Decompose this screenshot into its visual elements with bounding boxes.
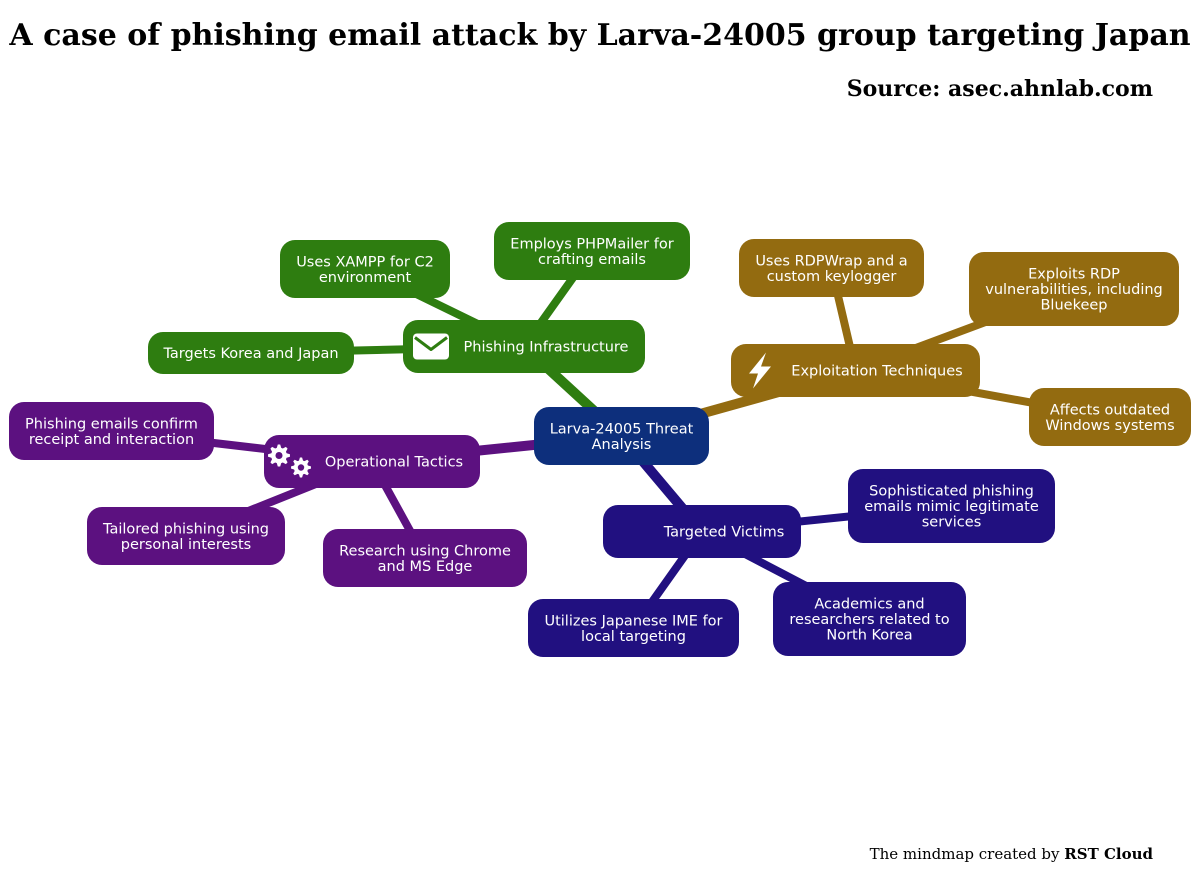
- node-label-xampp-line-2: environment: [319, 270, 412, 286]
- node-box-phpmailer: [494, 222, 690, 280]
- node-box-phishing-infrastructure: [403, 320, 645, 373]
- node-box-targeted-victims: [603, 505, 801, 558]
- node-box-confirm-receipt: [9, 402, 214, 460]
- node-box-korea-japan: [148, 332, 354, 374]
- node-label-mimic-services-line-2: emails mimic legitimate: [864, 499, 1039, 515]
- node-box-xampp: [280, 240, 450, 298]
- node-label-chrome-edge-line-1: Research using Chrome: [339, 543, 511, 559]
- node-label-phishing-infrastructure: Phishing Infrastructure: [464, 340, 629, 356]
- node-label-academics-line-1: Academics and: [814, 597, 924, 613]
- node-label-korea-japan: Targets Korea and Japan: [162, 346, 338, 362]
- node-label-confirm-receipt-line-2: receipt and interaction: [29, 432, 194, 448]
- node-box-japanese-ime: [528, 599, 739, 657]
- gears-icon: [268, 444, 311, 478]
- node-box-chrome-edge: [323, 529, 527, 587]
- node-label-center-line-1: Larva-24005 Threat: [550, 421, 694, 437]
- node-label-bluekeep-line-1: Exploits RDP: [1028, 267, 1120, 283]
- node-label-rdpwrap-line-2: custom keylogger: [767, 269, 897, 285]
- node-label-exploitation-techniques: Exploitation Techniques: [791, 364, 962, 380]
- node-label-outdated-windows-line-1: Affects outdated: [1050, 402, 1170, 418]
- footer-prefix: The mindmap created by: [869, 845, 1065, 863]
- node-targeted-victims: Targeted Victims: [603, 505, 801, 558]
- node-label-operational-tactics: Operational Tactics: [325, 455, 463, 471]
- node-box-mimic-services: [848, 469, 1055, 543]
- node-label-academics-line-3: North Korea: [826, 628, 912, 644]
- page-title: A case of phishing email attack by Larva…: [9, 18, 1191, 53]
- node-box-outdated-windows: [1029, 388, 1191, 446]
- footer-credit: The mindmap created by RST Cloud: [870, 845, 1153, 863]
- node-label-outdated-windows-line-2: Windows systems: [1045, 418, 1174, 434]
- node-label-mimic-services-line-1: Sophisticated phishing: [869, 484, 1034, 500]
- node-korea-japan: Targets Korea and Japan: [148, 332, 354, 374]
- node-label-rdpwrap-line-1: Uses RDPWrap and a: [755, 253, 907, 269]
- node-label-phpmailer-line-1: Employs PHPMailer for: [510, 236, 673, 252]
- node-label-bluekeep-line-3: Bluekeep: [1040, 298, 1107, 314]
- node-box-academics: [773, 582, 966, 656]
- source-label: Source: asec.ahnlab.com: [846, 76, 1153, 102]
- node-box-exploitation-techniques: [731, 344, 980, 397]
- node-label-confirm-receipt-line-1: Phishing emails confirm: [25, 416, 198, 432]
- footer-brand: RST Cloud: [1064, 845, 1153, 863]
- lightning-icon: [749, 352, 771, 389]
- node-label-center-line-2: Analysis: [592, 437, 652, 453]
- node-label-japanese-ime-line-2: local targeting: [581, 629, 686, 645]
- node-box-bluekeep: [969, 252, 1179, 326]
- node-box-tailored-phishing: [87, 507, 285, 565]
- node-label-phpmailer-line-2: crafting emails: [538, 252, 646, 268]
- node-box-center: [534, 407, 709, 465]
- node-label-academics-line-2: researchers related to: [789, 612, 949, 628]
- node-label-mimic-services-line-3: services: [922, 515, 982, 531]
- node-box-operational-tactics: [264, 435, 480, 488]
- node-label-japanese-ime-line-1: Utilizes Japanese IME for: [544, 613, 722, 629]
- node-phishing-infrastructure: Phishing Infrastructure: [403, 320, 645, 373]
- node-label-chrome-edge-line-2: and MS Edge: [378, 559, 473, 575]
- envelope-icon: [413, 333, 449, 360]
- node-label-bluekeep-line-2: vulnerabilities, including: [985, 282, 1163, 298]
- node-label-tailored-phishing-line-2: personal interests: [121, 537, 251, 553]
- node-operational-tactics: Operational Tactics: [264, 435, 480, 488]
- node-label-targeted-victims: Targeted Victims: [663, 525, 785, 541]
- node-exploitation-techniques: Exploitation Techniques: [731, 344, 980, 397]
- node-box-rdpwrap: [739, 239, 924, 297]
- node-label-tailored-phishing-line-1: Tailored phishing using: [102, 521, 269, 537]
- node-label-xampp-line-1: Uses XAMPP for C2: [296, 254, 434, 270]
